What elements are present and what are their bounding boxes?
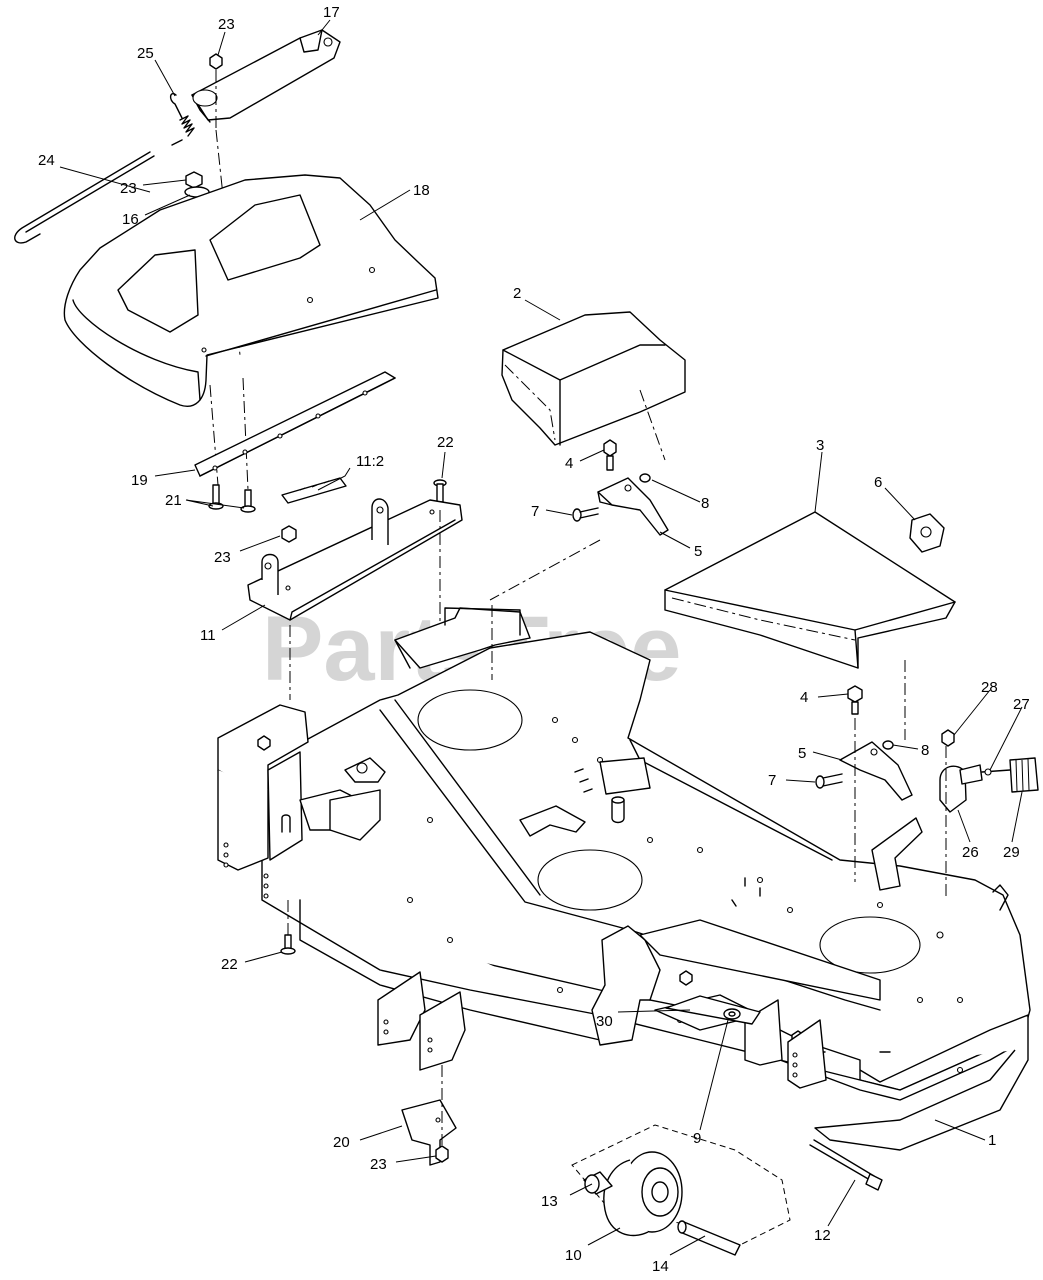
callout-18: 18 — [413, 182, 430, 199]
part-2-shield[interactable] — [501, 311, 686, 461]
callout-22-bottom: 22 — [221, 956, 238, 973]
part-7-pin-upper[interactable] — [572, 507, 599, 522]
part-9-bushing[interactable] — [723, 1008, 741, 1020]
leader-lines — [59, 19, 1023, 1256]
part-3-cover[interactable] — [664, 511, 956, 669]
part-4-bolt-upper[interactable] — [603, 439, 617, 471]
callout-6: 6 — [874, 474, 882, 491]
callout-12: 12 — [814, 1227, 831, 1244]
part-27-fitting[interactable] — [981, 768, 1011, 776]
callout-8-upper: 8 — [701, 495, 709, 512]
callout-14: 14 — [652, 1258, 669, 1275]
lower-left-brackets[interactable] — [377, 971, 466, 1071]
callout-28: 28 — [981, 679, 998, 696]
part-4-bolt-lower[interactable] — [847, 685, 863, 715]
part-28-nut[interactable] — [941, 729, 955, 747]
part-23-nut-bracket[interactable] — [209, 53, 223, 70]
callout-2: 2 — [513, 285, 521, 302]
right-wing-bracket[interactable] — [871, 817, 1009, 911]
callout-10: 10 — [565, 1247, 582, 1264]
part-11-plate[interactable] — [247, 498, 463, 621]
callout-23-upper: 23 — [120, 180, 137, 197]
callout-19: 19 — [131, 472, 148, 489]
part-21-bolts[interactable] — [208, 484, 256, 513]
callout-23-bottom: 23 — [370, 1156, 387, 1173]
callout-4-lower: 4 — [800, 689, 808, 706]
callout-26: 26 — [962, 844, 979, 861]
rear-baffle[interactable] — [394, 607, 531, 669]
callout-8-lower: 8 — [921, 742, 929, 759]
callout-11-2: 11:2 — [356, 453, 384, 470]
part-29-coupler[interactable] — [1009, 757, 1039, 793]
callout-23-top: 23 — [218, 16, 235, 33]
part-5-bracket-lower[interactable] — [839, 741, 913, 801]
callout-4-upper: 4 — [565, 455, 573, 472]
callout-21: 21 — [165, 492, 182, 509]
callout-25: 25 — [137, 45, 154, 62]
part-23-nut-bottom[interactable] — [435, 1145, 449, 1163]
left-bracket-assembly[interactable] — [217, 704, 386, 899]
part-5-bracket-upper[interactable] — [597, 477, 669, 536]
callout-3: 3 — [816, 437, 824, 454]
part-24-rod[interactable] — [14, 151, 155, 244]
callout-7-lower: 7 — [768, 772, 776, 789]
callout-9: 9 — [693, 1130, 701, 1147]
part-8-washer-upper[interactable] — [639, 473, 651, 483]
callout-23-mid: 23 — [214, 549, 231, 566]
part-10-wheel[interactable] — [571, 1124, 791, 1246]
part-6-knob[interactable] — [909, 513, 945, 553]
callout-22-top: 22 — [437, 434, 454, 451]
part-19-strap[interactable] — [194, 371, 396, 477]
callout-24: 24 — [38, 152, 55, 169]
callout-1: 1 — [988, 1132, 996, 1149]
part-22-bolt-top[interactable] — [433, 479, 447, 503]
callout-16: 16 — [122, 211, 139, 228]
callout-7-upper: 7 — [531, 503, 539, 520]
callout-29: 29 — [1003, 844, 1020, 861]
callout-27: 27 — [1013, 696, 1030, 713]
part-7-pin-lower[interactable] — [815, 773, 843, 789]
part-12-bolt[interactable] — [809, 1139, 883, 1191]
callout-20: 20 — [333, 1134, 350, 1151]
part-11-2-decal[interactable] — [281, 477, 347, 504]
callout-13: 13 — [541, 1193, 558, 1210]
part-22-bolt-bottom[interactable] — [280, 934, 296, 955]
part-1-deck[interactable] — [259, 631, 1031, 1151]
part-23-nut-mid[interactable] — [281, 525, 297, 543]
part-14-axle[interactable] — [677, 1220, 741, 1256]
callout-5-lower: 5 — [798, 745, 806, 762]
callout-11: 11 — [200, 627, 216, 644]
callout-30: 30 — [596, 1013, 613, 1030]
part-18-cover[interactable] — [63, 174, 439, 407]
part-25-spring[interactable] — [169, 93, 195, 146]
part-8-washer-lower[interactable] — [882, 740, 894, 750]
part-17-bracket[interactable] — [191, 29, 341, 123]
callout-17: 17 — [323, 4, 340, 21]
callouts: 17 23 25 24 23 16 18 19 21 23 11 11:2 22… — [38, 4, 1030, 1275]
callout-5-upper: 5 — [694, 543, 702, 560]
